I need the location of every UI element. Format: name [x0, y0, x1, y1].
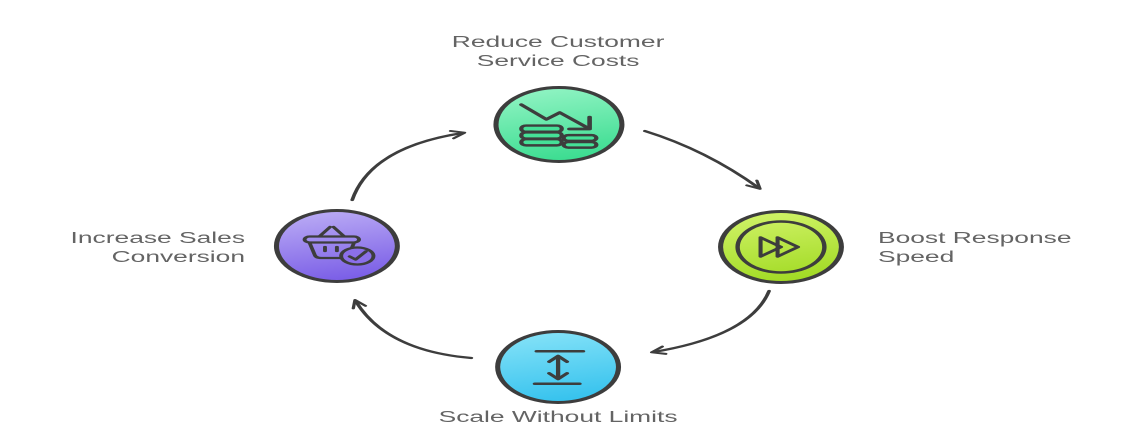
fast-forward-icon	[735, 220, 827, 274]
node-reduce-costs	[493, 86, 625, 163]
label-line: Boost Response	[877, 230, 1072, 247]
label-line: Increase Sales	[70, 230, 246, 247]
label-line: Speed	[877, 249, 955, 266]
node-label-reduce-costs: Reduce Customer Service Costs	[415, 33, 701, 71]
shopping-basket-check-icon	[302, 225, 376, 266]
node-sales-conversion	[273, 209, 400, 283]
label-line: Reduce Customer	[451, 34, 665, 51]
node-label-scale-limits: Scale Without Limits	[413, 408, 702, 427]
arrow-bottom-to-left	[351, 299, 474, 360]
arrow-top-to-right	[642, 129, 762, 190]
declining-cost-coins-icon	[518, 102, 598, 149]
node-label-boost-speed: Boost Response Speed	[878, 229, 1133, 267]
arrow-right-to-bottom	[649, 289, 771, 355]
node-scale-limits	[495, 330, 622, 404]
label-line: Conversion	[111, 249, 246, 266]
label-line: Scale Without Limits	[438, 409, 678, 426]
node-label-sales-conversion: Increase Sales Conversion	[17, 229, 245, 267]
vertical-scale-arrow-icon	[532, 349, 586, 386]
label-line: Service Costs	[476, 53, 640, 70]
arrow-left-to-top	[350, 129, 467, 202]
node-boost-speed	[718, 210, 844, 284]
